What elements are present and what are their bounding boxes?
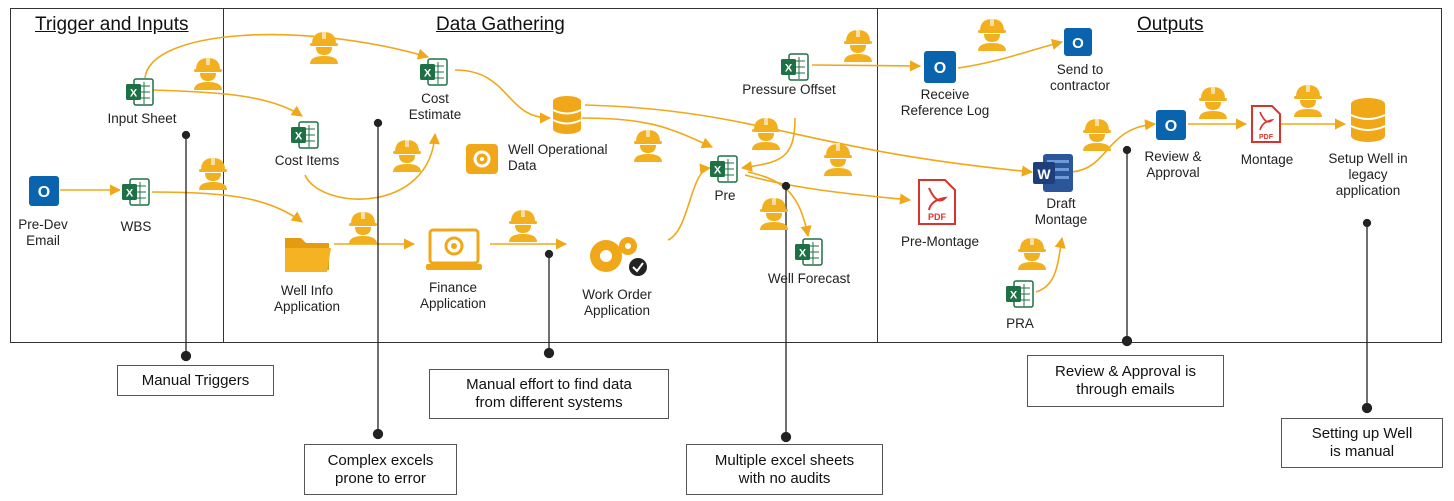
node-review-approval: Review & Approval (1144, 149, 1202, 180)
arrow-receive-to-send (957, 39, 1064, 69)
section-divider-1 (223, 8, 224, 343)
arrow-pre-to-premontage (744, 174, 912, 205)
monitor-icon (426, 228, 482, 279)
worker-icon (1292, 83, 1324, 122)
outlook-icon: O (924, 51, 956, 88)
arrow-pressure-to-receive (811, 60, 922, 72)
node-receive-reference-log: Receive Reference Log (900, 87, 990, 118)
arrow-wbs-to-wellinfo (151, 191, 303, 223)
node-send-to-contractor: Send to contractor (1049, 62, 1111, 93)
node-finance-application: Finance Application (419, 280, 487, 311)
worker-icon (308, 30, 340, 69)
worker-icon (750, 116, 782, 155)
worker-icon (1016, 236, 1048, 275)
excel-badge: X (295, 131, 303, 143)
excel-icon: X (1006, 280, 1034, 313)
arrow-input-to-costest (144, 33, 430, 79)
excel-icon: X (781, 53, 809, 86)
worker-icon (507, 208, 539, 247)
excel-icon: X (291, 121, 319, 154)
worker-icon (758, 196, 790, 235)
outlook-badge: O (38, 184, 50, 201)
worker-icon (822, 142, 854, 181)
section-title-outputs: Outputs (1137, 14, 1204, 35)
worker-icon (197, 156, 229, 195)
worker-icon (632, 128, 664, 167)
node-cost-items: Cost Items (274, 153, 340, 168)
worker-icon (976, 17, 1008, 56)
worker-icon (1197, 85, 1229, 124)
arrow-pressure-to-pre (740, 117, 796, 172)
node-well-forecast: Well Forecast (767, 271, 851, 286)
diagram-frame (10, 8, 1442, 343)
node-well-info-application: Well Info Application (273, 283, 341, 314)
outlook-icon: O (1156, 110, 1186, 145)
outlook-icon: O (29, 176, 59, 211)
node-pressure-offset: Pressure Offset (742, 82, 836, 97)
pdf-icon: PDF (917, 178, 957, 231)
outlook-badge: O (934, 60, 946, 77)
node-cost-estimate: Cost Estimate (408, 91, 462, 122)
excel-icon: X (420, 58, 448, 91)
node-montage: Montage (1240, 152, 1294, 167)
pdf-badge: PDF (928, 212, 947, 222)
excel-badge: X (785, 63, 793, 75)
callout-review-emails: Review & Approval is through emails (1027, 355, 1224, 407)
callout-multiple-excel: Multiple excel sheets with no audits (686, 444, 883, 495)
gears-icon (586, 236, 648, 285)
gear-box-icon (466, 144, 498, 179)
node-well-operational-data: Well Operational Data (508, 142, 608, 173)
arrow-workorder-to-pre (667, 163, 712, 241)
callout-setting-up: Setting up Well is manual (1281, 418, 1443, 468)
outlook-icon: O (1064, 28, 1092, 61)
word-icon: W (1033, 152, 1075, 199)
node-pre-dev-email: Pre-Dev Email (18, 217, 68, 248)
node-work-order-application: Work Order Application (582, 287, 652, 318)
pdf-badge: PDF (1259, 134, 1274, 141)
node-pra: PRA (1006, 316, 1034, 331)
pdf-icon: PDF (1250, 104, 1282, 149)
node-input-sheet: Input Sheet (107, 111, 177, 126)
worker-icon (391, 138, 423, 177)
arrow-wod-to-pre (581, 117, 714, 148)
worker-icon (842, 28, 874, 67)
worker-icon (347, 210, 379, 249)
section-title-gathering: Data Gathering (436, 14, 565, 35)
excel-badge: X (714, 165, 722, 177)
excel-icon: X (126, 78, 154, 111)
excel-badge: X (799, 248, 807, 260)
worker-icon (1081, 117, 1113, 156)
arrow-pra-to-draft (1035, 236, 1066, 293)
section-title-trigger: Trigger and Inputs (35, 14, 189, 35)
arrow-costitems-to-costest (304, 132, 440, 200)
excel-badge: X (424, 68, 432, 80)
excel-badge: X (126, 188, 134, 200)
callout-complex-excels: Complex excels prone to error (304, 444, 457, 495)
excel-icon: X (795, 238, 823, 271)
callout-manual-effort: Manual effort to find data from differen… (429, 369, 669, 419)
node-wbs: WBS (120, 219, 152, 234)
arrow-costest-to-wod (454, 69, 552, 124)
database-icon (1350, 98, 1386, 149)
node-pre-montage: Pre-Montage (900, 234, 980, 249)
outlook-badge: O (1165, 118, 1177, 135)
arrow-wod-to-draft (584, 104, 1034, 177)
outlook-badge: O (1072, 35, 1084, 52)
node-draft-montage: Draft Montage (1034, 196, 1088, 227)
section-divider-2 (877, 8, 878, 343)
excel-badge: X (130, 88, 138, 100)
arrow-pre-to-forecast (747, 171, 812, 238)
worker-icon (192, 56, 224, 95)
callout-manual-triggers: Manual Triggers (117, 365, 274, 396)
excel-icon: X (122, 178, 150, 211)
word-badge: W (1037, 166, 1051, 182)
database-icon (552, 96, 582, 139)
node-setup-well: Setup Well in legacy application (1328, 151, 1408, 198)
folder-icon (283, 232, 333, 279)
node-pre: Pre (714, 188, 736, 203)
excel-icon: X (710, 155, 738, 188)
excel-badge: X (1010, 290, 1018, 302)
arrow-input-to-costitems (151, 89, 303, 117)
